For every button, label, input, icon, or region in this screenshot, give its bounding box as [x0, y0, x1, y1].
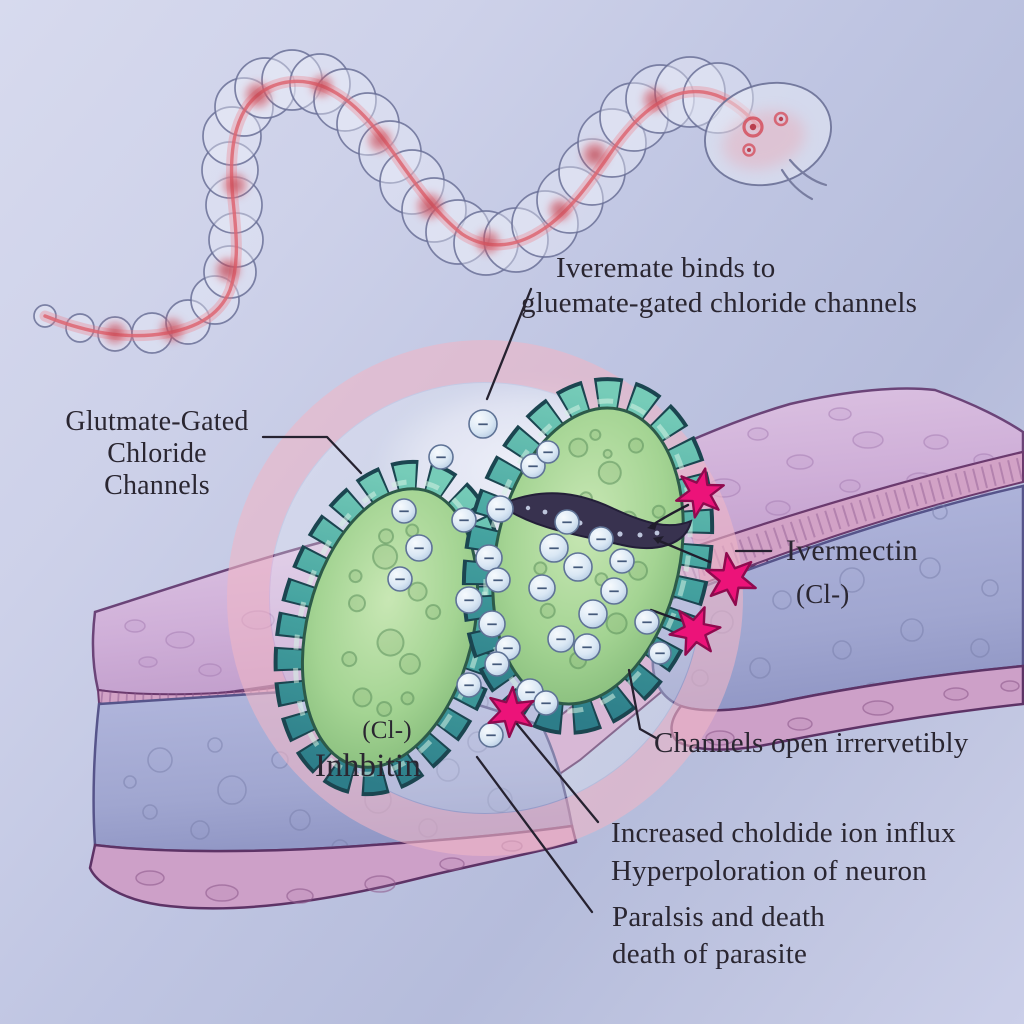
svg-text:−: −: [502, 639, 515, 657]
label-glutamate-channels: Glutmate-Gated Chloride Channels: [48, 406, 266, 502]
leader-line-channels-open: [627, 668, 658, 740]
label-glutamate-channels-line1: Glutmate-Gated: [65, 406, 249, 437]
label-glutamate-channels-line2: Chloride: [107, 438, 207, 469]
chloride-ions: − − − − − − − − − − − − − − − − − − − − …: [387, 409, 672, 748]
svg-text:−: −: [581, 638, 594, 656]
chloride-ion: −: [554, 509, 580, 535]
chloride-ion: −: [387, 566, 413, 592]
leader-line-paralysis: [475, 755, 594, 914]
svg-text:−: −: [524, 683, 537, 701]
chloride-ion: −: [634, 609, 660, 635]
chloride-ion: −: [478, 610, 506, 638]
svg-text:−: −: [542, 443, 555, 461]
chloride-ion: −: [648, 641, 672, 665]
label-binding-line1: Iveremate binds to: [556, 252, 776, 284]
leader-line-influx: [515, 722, 600, 824]
svg-text:−: −: [492, 571, 505, 589]
label-glutamate-channels-line3: Channels: [104, 470, 210, 501]
label-inhibition-word: Inhbitin: [314, 748, 422, 784]
chloride-ion: −: [485, 567, 511, 593]
svg-text:−: −: [413, 539, 426, 557]
svg-text:−: −: [435, 448, 448, 466]
parasite-worm: [33, 49, 832, 354]
label-influx-line2: Hyperpoloration of neuron: [611, 855, 927, 887]
svg-text:−: −: [491, 655, 504, 673]
svg-text:−: −: [587, 605, 600, 623]
label-paralysis-line1: Paralsis and death: [612, 901, 825, 933]
svg-text:−: −: [641, 613, 654, 631]
leader-line-glutamate-channels: [261, 435, 363, 475]
svg-text:−: −: [616, 552, 629, 570]
chloride-ion: −: [455, 586, 483, 614]
label-influx-line1: Increased choldide ion influx: [611, 817, 956, 849]
label-paralysis-line2: death of parasite: [612, 938, 808, 970]
chloride-ion: −: [573, 633, 601, 661]
svg-text:−: −: [540, 694, 553, 712]
membrane-texture: [705, 680, 1020, 746]
chloride-ion: −: [478, 722, 504, 748]
label-inhibition-ion: (Cl-): [362, 717, 412, 744]
svg-text:−: −: [477, 415, 490, 433]
svg-text:−: −: [555, 630, 568, 648]
chloride-ion: −: [600, 577, 628, 605]
chloride-ion: −: [609, 548, 635, 574]
chloride-ion: −: [468, 409, 498, 439]
chloride-ion: −: [495, 635, 521, 661]
svg-text:−: −: [485, 726, 498, 744]
chloride-ion: −: [563, 552, 593, 582]
worm-head-spots: [742, 111, 789, 157]
chloride-ion: −: [533, 690, 559, 716]
worm-head: [704, 81, 832, 201]
chloride-ion: −: [451, 507, 477, 533]
svg-text:−: −: [608, 582, 621, 600]
channel-texture: [341, 523, 442, 718]
svg-text:−: −: [654, 644, 667, 662]
svg-text:−: −: [486, 615, 499, 633]
svg-text:−: −: [595, 530, 608, 548]
label-ivermectin: Ivermectin: [786, 534, 918, 567]
chloride-ion: −: [528, 574, 556, 602]
svg-text:−: −: [536, 579, 549, 597]
leader-line-binding: [485, 287, 533, 401]
label-channels-open: Channels open irrervetibly: [654, 727, 969, 759]
leader-lines: [261, 287, 773, 914]
svg-text:−: −: [483, 549, 496, 567]
chloride-ion: −: [484, 651, 510, 677]
label-binding-line2: gluemate-gated chloride channels: [521, 287, 918, 319]
chloride-ion: −: [539, 533, 569, 563]
chloride-ion: −: [456, 672, 482, 698]
chloride-ion: −: [475, 544, 503, 572]
svg-text:−: −: [394, 570, 407, 588]
chloride-ion: −: [428, 444, 454, 470]
worm-nerve-cord: [39, 75, 764, 342]
svg-text:−: −: [527, 457, 540, 475]
svg-text:−: −: [572, 558, 585, 576]
chloride-ion: −: [588, 526, 614, 552]
svg-text:−: −: [548, 539, 561, 557]
label-ivermectin-ion: (Cl-): [796, 579, 850, 609]
chloride-ion: −: [536, 440, 560, 464]
worm-antennae: [780, 158, 828, 201]
chloride-ion: −: [405, 534, 433, 562]
svg-text:−: −: [561, 513, 574, 531]
chloride-ion: −: [391, 498, 417, 524]
svg-text:−: −: [463, 676, 476, 694]
chloride-ion: −: [520, 453, 546, 479]
label-influx: Increased choldide ion influx Hyperpolor…: [611, 814, 956, 890]
svg-text:−: −: [398, 502, 411, 520]
chloride-ion: −: [486, 495, 514, 523]
svg-text:−: −: [494, 500, 507, 518]
worm-ganglia: [104, 75, 667, 344]
chloride-ion: −: [578, 599, 608, 629]
svg-text:−: −: [458, 511, 471, 529]
svg-text:−: −: [463, 591, 476, 609]
chloride-ion: −: [547, 625, 575, 653]
label-paralysis: Paralsis and death death of parasite: [612, 899, 825, 973]
